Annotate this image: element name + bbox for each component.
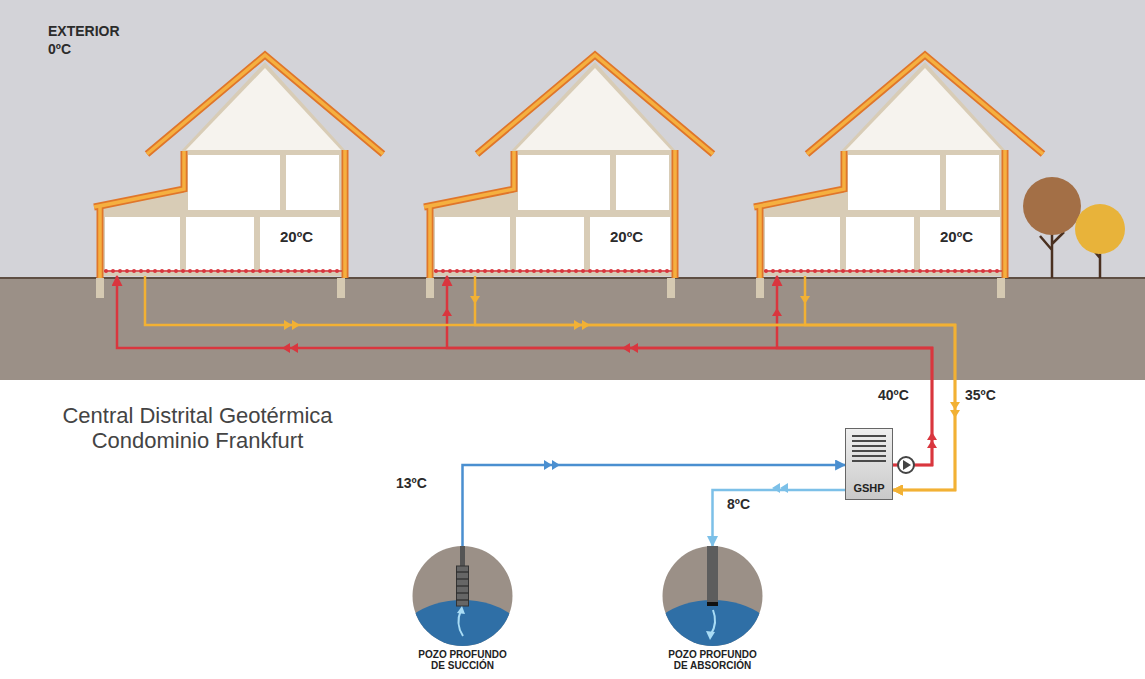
edge-label-slot: 13ºC [396, 474, 427, 492]
well-shape [405, 546, 520, 650]
flow-chevron [950, 402, 960, 418]
edge-temperature: 8ºC [727, 496, 750, 512]
temperature-label: 0ºC [48, 41, 71, 57]
flow-chevron [622, 343, 638, 353]
house-node: 20ºC [430, 60, 675, 276]
flow-chevron [470, 296, 480, 304]
house-node: 20ºC [760, 60, 1005, 276]
room-temperature: 20ºC [940, 228, 973, 245]
temperature-label: 40ºC [878, 387, 909, 403]
flow-chevron [284, 320, 300, 330]
return-pipe [145, 276, 955, 490]
diagram-title: Central Distrital Geotérmica Condominio … [20, 403, 375, 454]
well-label: POZO PROFUNDO DE SUCCIÓN [415, 650, 511, 671]
house-drawing [94, 55, 383, 298]
flow-chevron [282, 343, 298, 353]
exterior-label: EXTERIOR [48, 23, 120, 39]
submersible-pump [457, 546, 469, 636]
temperature-label: 35ºC [965, 387, 996, 403]
room-temperature: 20ºC [610, 228, 643, 245]
label-slot: EXTERIOR [48, 22, 120, 40]
flow-chevron [927, 432, 937, 448]
flow-chevron [544, 460, 560, 470]
flow-chevron [772, 483, 788, 493]
groundwater [655, 600, 770, 650]
heat-pump-box: GSHP [845, 428, 893, 500]
pump-symbol [898, 457, 914, 473]
flow-chevron [772, 308, 782, 316]
suction-pipe [463, 465, 846, 546]
room-temperature: 20ºC [280, 228, 313, 245]
trees [1023, 177, 1125, 278]
house-drawing [754, 55, 1043, 298]
injection-pipe [706, 546, 718, 640]
house-drawing [424, 55, 713, 298]
well-circle: POZO PROFUNDO DE ABSORCIÓN [655, 546, 770, 672]
well-label: POZO PROFUNDO DE ABSORCIÓN [665, 650, 761, 671]
absorb-pipe [713, 490, 846, 546]
edge-label-slot: 8ºC [727, 495, 750, 513]
edge-temperature: 13ºC [396, 475, 427, 491]
groundwater [405, 600, 520, 650]
house-node: 20ºC [100, 60, 345, 276]
well-circle: POZO PROFUNDO DE SUCCIÓN [405, 546, 520, 672]
flow-chevron [800, 296, 810, 304]
ground [0, 278, 1145, 380]
title-slot: Central Distrital Geotérmica Condominio … [20, 403, 375, 454]
flow-chevron [442, 308, 452, 316]
label-slot: 0ºC [48, 40, 71, 58]
well-shape [655, 546, 770, 650]
ground-line [0, 277, 1145, 279]
flow-chevron [574, 320, 590, 330]
box-label: GSHP [853, 482, 884, 494]
label-slot: 35ºC [965, 386, 996, 404]
label-slot: 40ºC [878, 386, 909, 404]
